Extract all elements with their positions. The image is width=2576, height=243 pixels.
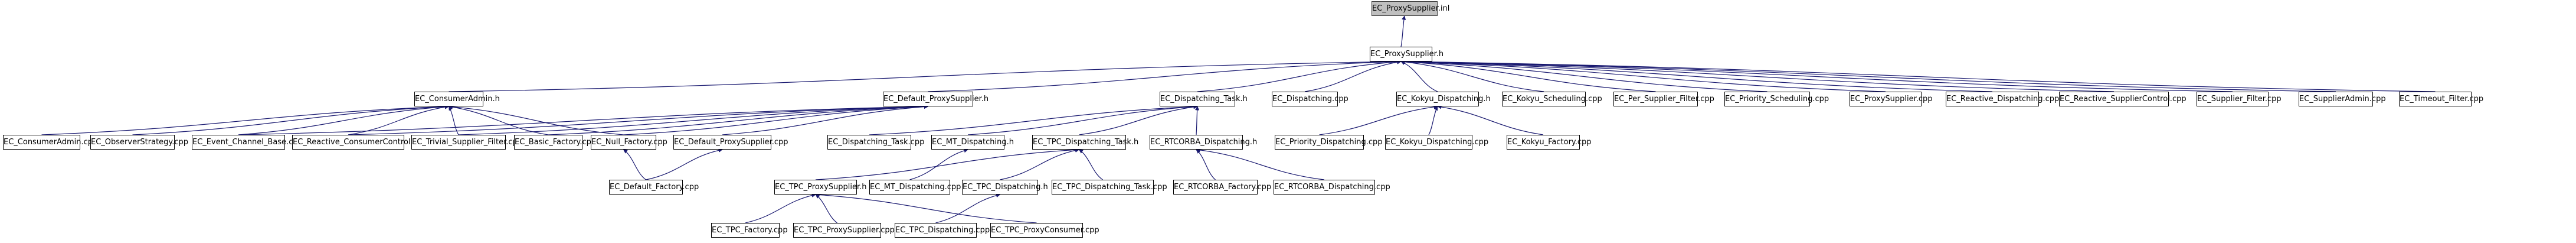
graph-edge [1400, 61, 1438, 92]
graph-edge [1078, 149, 1103, 180]
graph-edge [448, 104, 624, 135]
graph-edge [1400, 59, 2436, 92]
graph-node-ec-dispatching-cpp[interactable]: EC_Dispatching.cpp [1272, 92, 1348, 106]
graph-edge [722, 104, 929, 135]
graph-node-ec-trivial-supplier-filter-cpp[interactable]: EC_Trivial_Supplier_Filter.cpp [411, 135, 522, 150]
graph-node-ec-kokyu-dispatching-cpp[interactable]: EC_Kokyu_Dispatching.cpp [1385, 135, 1488, 150]
graph-node-ec-observerstrategy-cpp[interactable]: EC_ObserverStrategy.cpp [90, 135, 188, 150]
graph-edge [548, 104, 929, 135]
graph-node-ec-mt-dispatching-cpp[interactable]: EC_MT_Dispatching.cpp [869, 180, 961, 195]
graph-edge [449, 59, 1402, 92]
graph-edge [623, 149, 646, 180]
graph-edge [1304, 60, 1402, 92]
graph-node-ec-kokyu-scheduling-cpp[interactable]: EC_Kokyu_Scheduling.cpp [1502, 92, 1602, 106]
graph-edge [132, 104, 450, 135]
graph-edge [348, 104, 929, 135]
graph-edge [815, 192, 1037, 223]
graph-edge [909, 148, 968, 180]
graph-edge [1196, 149, 1216, 180]
graph-edge [1319, 105, 1438, 135]
graph-edge [1400, 59, 1656, 92]
graph-node-ec-tpc-proxysupplier-cpp[interactable]: EC_TPC_ProxySupplier.cpp [793, 223, 895, 238]
graph-node-ec-rtcorba-dispatching-h[interactable]: EC_RTCORBA_Dispatching.h [1150, 135, 1257, 150]
graph-node-ec-proxysupplier-inl[interactable]: EC_ProxySupplier.inl [1372, 1, 1449, 16]
graph-edge [815, 147, 1080, 180]
graph-node-ec-priority-scheduling-cpp[interactable]: EC_Priority_Scheduling.cpp [1724, 92, 1829, 106]
graph-node-ec-basic-factory-cpp[interactable]: EC_Basic_Factory.cpp [514, 135, 596, 150]
graph-edge [1197, 59, 1402, 92]
graph-edge [1400, 59, 2233, 92]
graph-node-ec-tpc-dispatching-task-cpp[interactable]: EC_TPC_Dispatching_Task.cpp [1052, 180, 1167, 195]
graph-node-ec-priority-dispatching-cpp[interactable]: EC_Priority_Dispatching.cpp [1275, 135, 1383, 150]
graph-node-ec-proxysupplier-cpp[interactable]: EC_ProxySupplier.cpp [1850, 92, 1933, 106]
graph-node-ec-consumeradmin-cpp[interactable]: EC_ConsumerAdmin.cpp [3, 135, 97, 150]
graph-node-ec-tpc-factory-cpp[interactable]: EC_TPC_Factory.cpp [711, 223, 788, 238]
graph-edge [41, 104, 450, 135]
graph-edge [935, 193, 1001, 223]
graph-node-ec-event-channel-base-cpp[interactable]: EC_Event_Channel_Base.cpp [192, 135, 303, 150]
graph-edge [967, 104, 1198, 135]
graph-edge [1400, 59, 1767, 92]
graph-node-ec-per-supplier-filter-cpp[interactable]: EC_Per_Supplier_Filter.cpp [1613, 92, 1714, 106]
graph-node-ec-null-factory-cpp[interactable]: EC_Null_Factory.cpp [591, 135, 667, 150]
graph-node-ec-proxysupplier-h[interactable]: EC_ProxySupplier.h [1370, 47, 1444, 61]
graph-node-ec-tpc-proxyconsumer-cpp[interactable]: EC_TPC_ProxyConsumer.cpp [990, 223, 1099, 238]
graph-edge [1400, 59, 1993, 92]
graph-edge [1400, 59, 2336, 92]
graph-edge [238, 104, 450, 135]
graph-node-ec-consumeradmin-h[interactable]: EC_ConsumerAdmin.h [414, 92, 500, 106]
graph-edge [448, 105, 549, 135]
graph-node-ec-kokyu-dispatching-h[interactable]: EC_Kokyu_Dispatching.h [1396, 92, 1491, 106]
graph-edge [869, 104, 1198, 135]
graph-node-ec-mt-dispatching-h[interactable]: EC_MT_Dispatching.h [931, 135, 1014, 150]
graph-edge [1194, 106, 1200, 135]
graph-edge [1196, 148, 1325, 180]
graph-edge [815, 194, 837, 223]
graph-node-ec-default-proxysupplier-h[interactable]: EC_Default_ProxySupplier.h [883, 92, 988, 106]
graph-edge [646, 148, 723, 180]
graph-edge [1400, 59, 2115, 92]
graph-edge [745, 193, 816, 223]
graph-node-ec-tpc-dispatching-cpp[interactable]: EC_TPC_Dispatching.cpp [895, 223, 990, 238]
graph-node-ec-reactive-dispatching-cpp[interactable]: EC_Reactive_Dispatching.cpp [1946, 92, 2059, 106]
graph-edge [1400, 15, 1406, 47]
graph-edge [928, 59, 1402, 92]
graph-node-ec-dispatching-task-cpp[interactable]: EC_Dispatching_Task.cpp [827, 135, 924, 150]
graph-edge [623, 104, 929, 135]
graph-node-ec-kokyu-factory-cpp[interactable]: EC_Kokyu_Factory.cpp [1507, 135, 1592, 150]
graph-edge [1428, 106, 1438, 135]
graph-node-ec-rtcorba-factory-cpp[interactable]: EC_RTCORBA_Factory.cpp [1173, 180, 1271, 195]
graph-edge [448, 106, 459, 135]
graph-edge [238, 104, 929, 135]
graph-node-ec-tpc-dispatching-h[interactable]: EC_TPC_Dispatching.h [962, 180, 1048, 195]
graph-node-ec-tpc-dispatching-task-h[interactable]: EC_TPC_Dispatching_Task.h [1032, 135, 1138, 150]
graph-edge [1437, 105, 1544, 135]
graph-edge [1000, 148, 1080, 180]
graph-edge [1079, 105, 1198, 135]
graph-node-ec-reactive-suppliercontrol-cpp[interactable]: EC_Reactive_SupplierControl.cpp [2059, 92, 2187, 106]
graph-node-ec-supplier-filter-cpp[interactable]: EC_Supplier_Filter.cpp [2197, 92, 2282, 106]
graph-node-ec-supplieradmin-cpp[interactable]: EC_SupplierAdmin.cpp [2299, 92, 2386, 106]
graph-node-ec-timeout-filter-cpp[interactable]: EC_Timeout_Filter.cpp [2399, 92, 2483, 106]
graph-node-ec-default-factory-cpp[interactable]: EC_Default_Factory.cpp [609, 180, 699, 195]
graph-node-ec-tpc-proxysupplier-h[interactable]: EC_TPC_ProxySupplier.h [774, 180, 867, 195]
graph-node-ec-dispatching-task-h[interactable]: EC_Dispatching_Task.h [1160, 92, 1248, 106]
graph-edge [458, 104, 929, 135]
graph-edge [1400, 60, 1544, 92]
graph-node-ec-default-proxysupplier-cpp[interactable]: EC_Default_ProxySupplier.cpp [673, 135, 788, 150]
graph-node-ec-rtcorba-dispatching-cpp[interactable]: EC_RTCORBA_Dispatching.cpp [1274, 180, 1390, 195]
graph-edge [1400, 59, 1886, 92]
graph-edge [348, 105, 450, 135]
graph-node-ec-reactive-consumercontrol-cpp[interactable]: EC_Reactive_ConsumerControl.cpp [292, 135, 427, 150]
